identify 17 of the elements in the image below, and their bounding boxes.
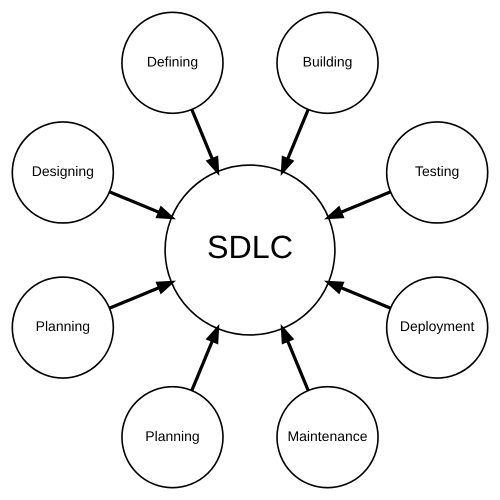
- arrow: [324, 190, 392, 220]
- node-circle: Planning: [121, 386, 224, 488]
- node-circle: Planning: [12, 276, 114, 379]
- node-circle: Maintenance: [276, 386, 379, 488]
- arrow: [108, 280, 176, 310]
- arrow: [280, 324, 310, 392]
- arrow: [190, 108, 220, 176]
- node-circle: Designing: [12, 121, 114, 224]
- node-circle: Testing: [386, 121, 488, 224]
- node-circle: Defining: [121, 12, 224, 114]
- arrow: [108, 190, 176, 220]
- arrow: [280, 108, 310, 176]
- arrow: [324, 280, 392, 310]
- node-circle: Deployment: [386, 276, 488, 379]
- node-circle: SDLC: [164, 164, 336, 336]
- arrow: [190, 324, 220, 392]
- node-circle: Building: [276, 12, 379, 114]
